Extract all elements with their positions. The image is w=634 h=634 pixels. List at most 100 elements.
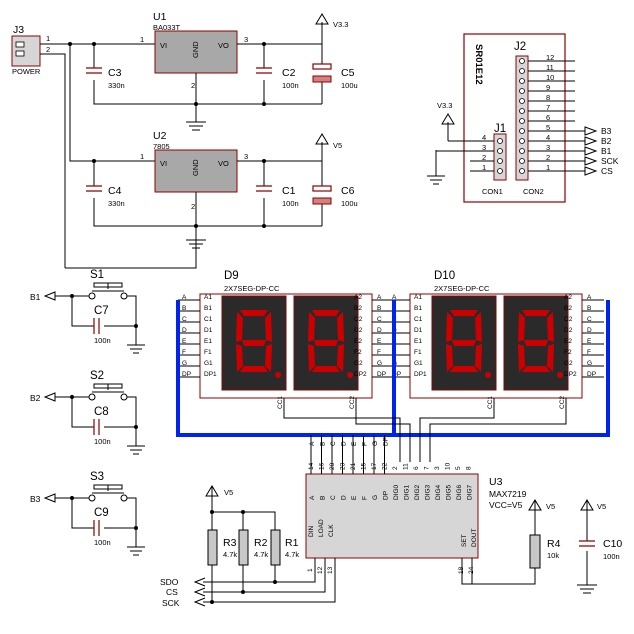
bus-net-right: C [587,316,592,323]
svg-text:CON1: CON1 [482,187,503,196]
j2-pin-num: 6 [546,113,550,122]
seg-pin-left: B1 [414,305,422,312]
j2-pin-num: 9 [546,83,550,92]
svg-text:VO: VO [218,41,229,50]
svg-text:13: 13 [327,566,334,574]
j3-ref: J3 [13,24,24,36]
switch-ref: S3 [90,471,104,483]
u1-ref: U1 [153,11,167,23]
u1-part: BA033T [153,23,181,32]
u3-pin-num: 15 [361,462,368,470]
bus-net-right: G [377,360,382,367]
r4-resistor [529,534,541,569]
c2-ref: C2 [282,67,296,79]
svg-text:330n: 330n [108,81,125,90]
svg-text:2: 2 [191,202,195,211]
j2-pin-pad [519,148,525,154]
svg-text:4.7k: 4.7k [285,550,299,559]
j2-pin-num: 1 [546,163,550,172]
j2-pin-pad [519,128,525,134]
u3-pin-num: 20 [329,462,336,470]
cc1-label: CC1 [277,396,284,409]
svg-text:3: 3 [244,35,248,44]
seven-seg-digit [431,295,497,391]
j2-pin-num: 3 [546,143,550,152]
j2-pin-pad [519,58,525,64]
j1-pin-pad [497,168,503,174]
j2-pin-pad [519,168,525,174]
seven-seg-digit [293,295,359,391]
power-section: J3 POWER 1 2 U1 BA033T VI VO GND 1 3 2 C… [11,11,358,269]
bus-net-right: DP [587,371,596,378]
seg-pin-left: E1 [204,338,212,345]
j2-pin-pad [519,118,525,124]
u3-pin-name: B [320,496,327,500]
svg-text:R4: R4 [547,538,561,550]
u3-pin-name: DIG3 [425,484,432,500]
u3-bus-label: DP [383,437,390,446]
u3-bus-label: D [341,441,348,446]
j2-pin-num: 4 [546,133,550,142]
u3-ref: U3 [489,476,503,488]
bus-net-left: C [182,316,187,323]
cc1-label: CC1 [487,396,494,409]
r2-resistor [238,529,249,566]
seven-seg-digit [503,295,569,391]
bus-net-left: DP [182,371,191,378]
svg-text:2: 2 [191,81,195,90]
net-arrow [43,291,56,301]
seg-pin-right: G2 [354,360,363,367]
c10-ref: C10 [603,538,622,550]
bus-net-left: D [182,327,187,334]
u2-regulator [154,149,238,193]
u3-pin-num: 3 [434,466,441,470]
seg-pin-right: DP2 [354,371,367,378]
j2-net-label: B1 [601,146,612,156]
svg-text:CON2: CON2 [523,187,544,196]
bus-net-left: A [182,294,187,301]
module-name: SR01E12 [473,44,484,85]
display-type: 2X7SEG-DP-CC [434,284,490,293]
svg-text:12: 12 [317,566,324,574]
j3-pin2: 2 [46,45,50,54]
digit-wire [283,398,567,462]
j3-pin1: 1 [46,34,50,43]
u3-pin-num: 11 [403,463,410,470]
j1-pin-num: 2 [482,153,486,162]
u3-pin-name: DIG7 [467,484,474,500]
u3-pin-num: 10 [445,462,452,470]
bus-net-right: C [377,316,382,323]
svg-text:V3.3: V3.3 [437,101,452,110]
cc2-label: CC2 [559,396,566,409]
svg-text:VI: VI [160,159,167,168]
u3-pin-name: DIG4 [435,484,442,500]
c3-ref: C3 [108,67,122,79]
bus-net-right: A [377,294,382,301]
u3-pin-name: DIG2 [414,484,421,500]
j2-pin-num: 2 [546,153,550,162]
u3-pin-name: G [372,495,379,500]
seg-pin-left: B1 [204,305,212,312]
r1-resistor [270,529,281,566]
j2-net-label: B2 [601,136,612,146]
j1-pin-num: 4 [482,133,486,142]
u3-bus-label: A [309,441,316,446]
svg-text:100n: 100n [282,81,299,90]
u3-pin-num: 16 [319,462,326,470]
svg-text:1: 1 [307,568,314,572]
svg-text:V5: V5 [597,502,606,511]
seg-pin-right: C2 [564,316,573,323]
seg-pin-right: F2 [564,349,572,356]
u3-pin-num: 21 [350,462,357,470]
u3-pin-name: D [341,495,348,500]
j2-pin-pad [519,138,525,144]
u3-pin-name: F [362,496,369,500]
u3-pin-num: 7 [424,466,431,470]
display-package [199,293,373,399]
svg-text:V3.3: V3.3 [333,20,348,29]
ground-symbol [127,445,145,455]
j2-net-label: B3 [601,126,612,136]
u3-pin-name: E [351,495,358,500]
r3-resistor [207,529,218,566]
